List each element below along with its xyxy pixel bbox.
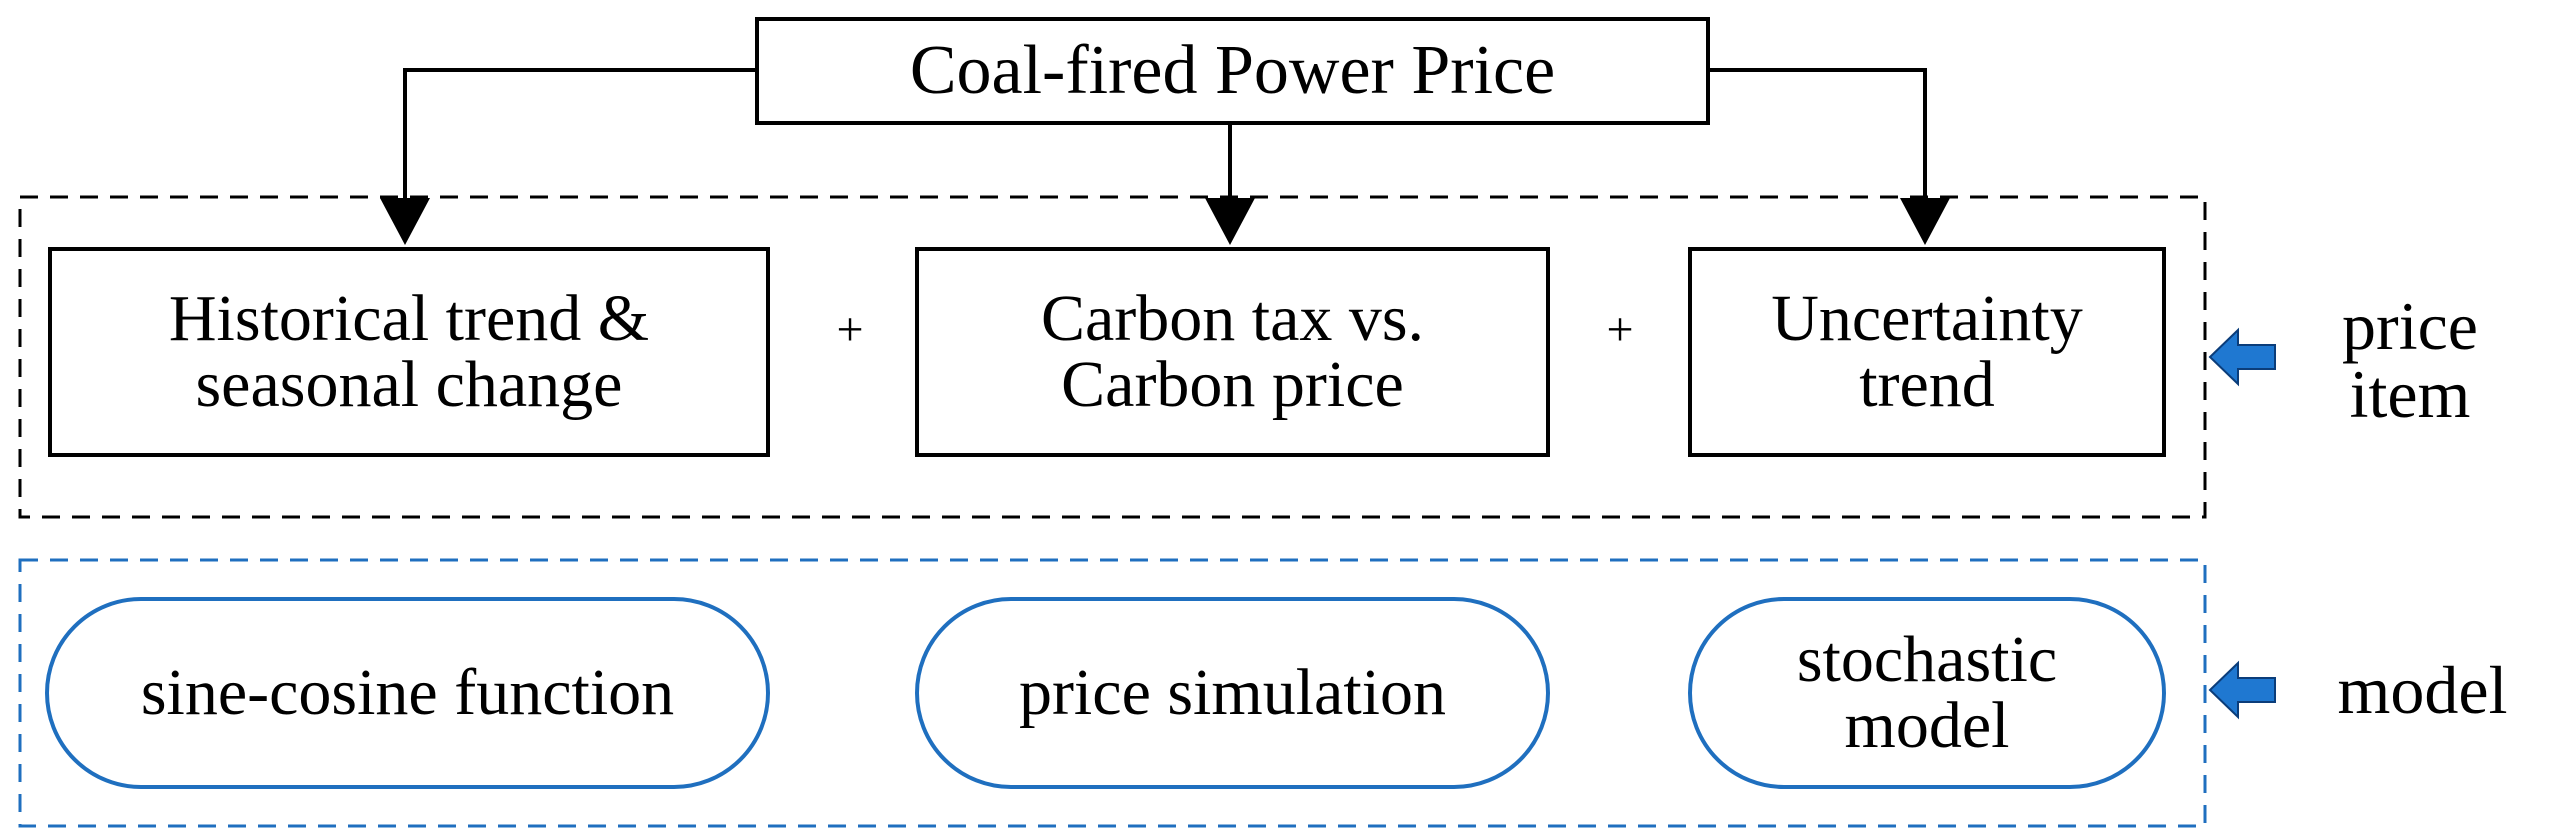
connector-left	[403, 68, 755, 200]
plus-sign-1: +	[820, 300, 880, 360]
side-label-line: model	[2337, 652, 2508, 728]
side-label-line: item	[2349, 356, 2471, 432]
item-line: trend	[1859, 348, 1995, 421]
item-box-historical: Historical trend & seasonal change	[48, 247, 770, 457]
item-line: Carbon tax vs.	[1040, 282, 1425, 355]
price-item-label: price item	[2285, 260, 2535, 460]
item-line: seasonal change	[195, 348, 623, 421]
model-line: model	[1844, 689, 2010, 762]
item-line: Uncertainty	[1771, 282, 2083, 355]
arrowhead-right	[1900, 198, 1950, 245]
plus-sign-2: +	[1590, 300, 1650, 360]
model-line: sine-cosine function	[140, 656, 675, 729]
arrowhead-left	[380, 198, 430, 245]
price-item-group-border	[18, 195, 2207, 519]
item-box-uncertainty: Uncertainty trend	[1688, 247, 2166, 457]
model-line: stochastic	[1796, 623, 2058, 696]
model-pill-stochastic: stochastic model	[1688, 597, 2166, 789]
model-line: price simulation	[1018, 656, 1447, 729]
price-item-arrow-icon	[2208, 327, 2276, 387]
side-label-line: price	[2342, 288, 2478, 364]
plus-text: +	[836, 303, 864, 356]
title-text: Coal-fired Power Price	[909, 32, 1556, 109]
model-group-border	[18, 558, 2207, 828]
model-label: model	[2300, 640, 2545, 740]
model-arrow-icon	[2208, 660, 2276, 720]
connector-right	[1710, 68, 1927, 200]
model-pill-price-simulation: price simulation	[915, 597, 1550, 789]
title-box: Coal-fired Power Price	[755, 17, 1710, 125]
item-line: Carbon price	[1061, 348, 1404, 421]
arrowhead-middle	[1205, 198, 1255, 245]
plus-text: +	[1606, 303, 1634, 356]
item-line: Historical trend &	[168, 282, 650, 355]
model-pill-sine-cosine: sine-cosine function	[45, 597, 770, 789]
item-box-carbon: Carbon tax vs. Carbon price	[915, 247, 1550, 457]
